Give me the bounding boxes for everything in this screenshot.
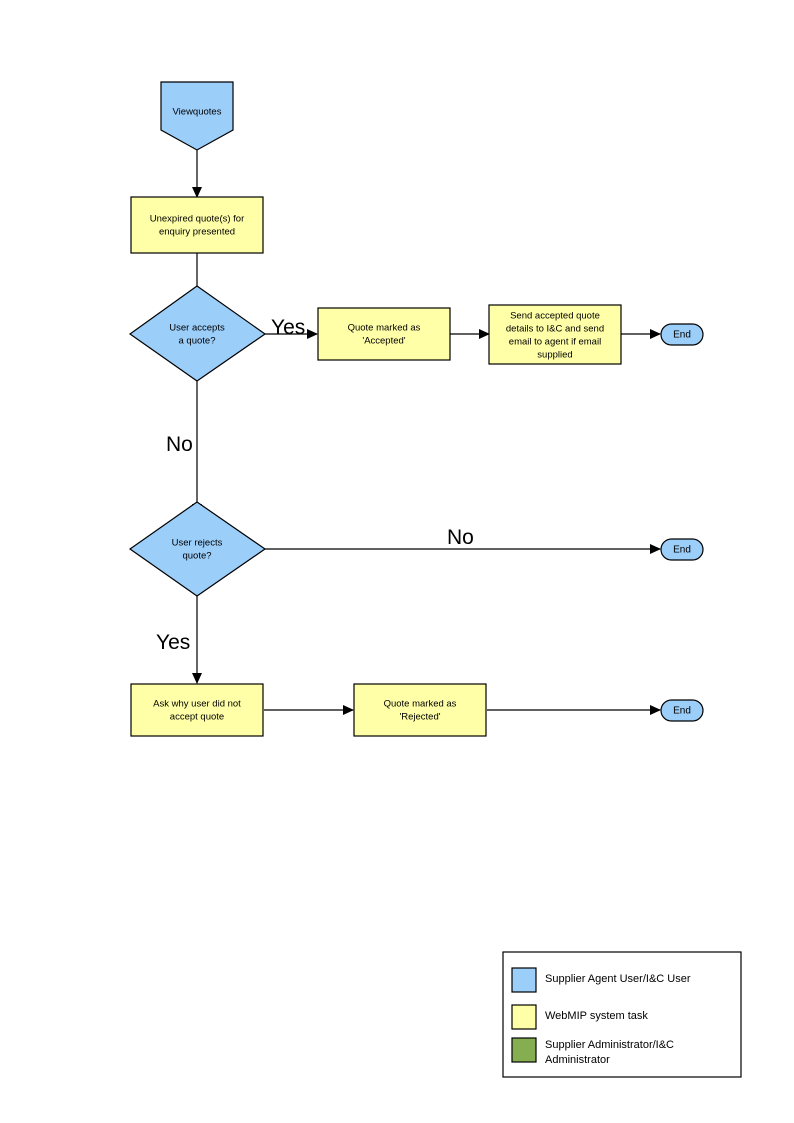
end-top-label: End: [673, 330, 691, 341]
legend-label-supplier-agent: Supplier Agent User/I&C User: [545, 973, 691, 985]
send-accepted-details-shape: [488, 304, 622, 365]
branch-label-accept-no: No: [166, 433, 193, 456]
ask-why-label-line2: accept quote: [170, 712, 224, 723]
legend-item-supplier-administrator: Supplier Administrator/I&C Administrator: [511, 1037, 674, 1066]
legend-swatch-yellow: [511, 1004, 537, 1030]
node-ask-why[interactable]: Ask why user did not accept quote: [130, 683, 264, 737]
legend-swatch-green: [511, 1037, 537, 1063]
end-top-shape: [660, 323, 704, 346]
send-accepted-details-label-line3: email to agent if email: [509, 337, 601, 348]
branch-label-reject-yes: Yes: [156, 631, 190, 654]
unexpired-quotes-label-line1: Unexpired quote(s) for: [150, 214, 245, 225]
node-end-bottom[interactable]: End: [660, 699, 704, 722]
quote-accepted-label-line2: 'Accepted': [362, 336, 405, 347]
decision-user-rejects-label-line2: quote?: [182, 551, 211, 562]
decision-user-rejects-shape: [128, 501, 267, 597]
legend-item-webmip-task: WebMIP system task: [511, 1004, 648, 1030]
start-label: Viewquotes: [173, 107, 222, 118]
branch-label-accept-yes: Yes: [271, 316, 305, 339]
branch-labels-group: Yes No No Yes: [156, 316, 474, 654]
decision-user-accepts-label-line2: a quote?: [179, 336, 216, 347]
node-end-top[interactable]: End: [660, 323, 704, 346]
legend-swatch-blue: [511, 967, 537, 993]
legend: Supplier Agent User/I&C User WebMIP syst…: [502, 951, 742, 1078]
quote-accepted-shape: [317, 307, 451, 361]
start-shape: [160, 81, 234, 151]
legend-border: [502, 951, 742, 1078]
edges-group: [192, 150, 661, 715]
quote-accepted-label-line1: Quote marked as: [348, 323, 421, 334]
ask-why-shape: [130, 683, 264, 737]
legend-label-supplier-administrator-line2: Administrator: [545, 1054, 610, 1066]
ask-why-label-line1: Ask why user did not: [153, 699, 241, 710]
node-send-accepted-details[interactable]: Send accepted quote details to I&C and s…: [488, 304, 622, 365]
end-middle-shape: [660, 538, 704, 561]
node-decision-user-rejects[interactable]: User rejects quote?: [128, 501, 267, 597]
node-end-middle[interactable]: End: [660, 538, 704, 561]
branch-label-reject-no: No: [447, 526, 474, 549]
unexpired-quotes-label-line2: enquiry presented: [159, 227, 235, 238]
decision-user-accepts-shape: [128, 285, 267, 382]
node-quote-rejected[interactable]: Quote marked as 'Rejected': [353, 683, 487, 737]
node-start[interactable]: Viewquotes: [160, 81, 234, 151]
quote-rejected-shape: [353, 683, 487, 737]
end-middle-label: End: [673, 545, 691, 556]
decision-user-rejects-label-line1: User rejects: [172, 538, 223, 549]
legend-item-supplier-agent: Supplier Agent User/I&C User: [511, 967, 691, 993]
node-quote-accepted[interactable]: Quote marked as 'Accepted': [317, 307, 451, 361]
decision-user-accepts-label-line1: User accepts: [169, 323, 225, 334]
node-decision-user-accepts[interactable]: User accepts a quote?: [128, 285, 267, 382]
end-bottom-label: End: [673, 706, 691, 717]
send-accepted-details-label-line4: supplied: [537, 350, 572, 361]
node-unexpired-quotes[interactable]: Unexpired quote(s) for enquiry presented: [130, 196, 264, 254]
unexpired-quotes-shape: [130, 196, 264, 254]
legend-label-webmip-task: WebMIP system task: [545, 1010, 648, 1022]
send-accepted-details-label-line2: details to I&C and send: [506, 324, 604, 335]
quote-rejected-label-line2: 'Rejected': [399, 712, 440, 723]
end-bottom-shape: [660, 699, 704, 722]
legend-label-supplier-administrator-line1: Supplier Administrator/I&C: [545, 1039, 674, 1051]
send-accepted-details-label-line1: Send accepted quote: [510, 311, 600, 322]
quote-rejected-label-line1: Quote marked as: [384, 699, 457, 710]
